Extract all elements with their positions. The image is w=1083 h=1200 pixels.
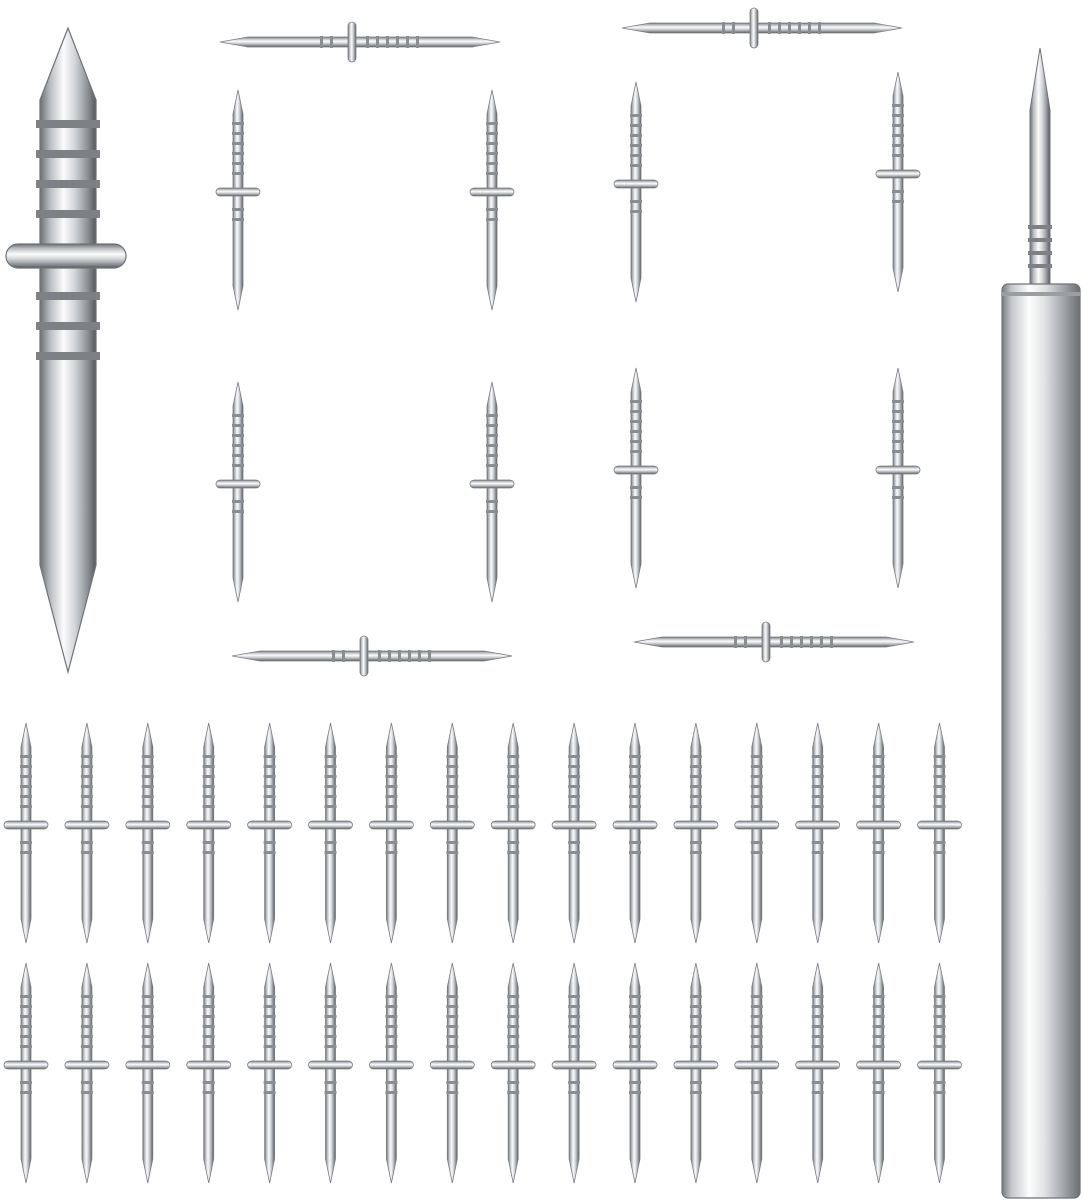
pin-icon [247, 962, 293, 1184]
pin-icon [219, 21, 501, 63]
pin-icon [613, 367, 659, 589]
pin-icon [621, 7, 903, 49]
pin-icon [429, 962, 475, 1184]
pin-icon [186, 962, 232, 1184]
pin-icon [795, 722, 841, 944]
pin-icon [856, 722, 902, 944]
pin-icon [875, 367, 921, 589]
pin-icon [490, 722, 536, 944]
pin-icon [734, 962, 780, 1184]
pin-frame-1 [215, 21, 515, 677]
pin-icon [368, 962, 414, 1184]
pin-grid [3, 722, 962, 1184]
pin-icon [215, 381, 261, 603]
pin-icon [469, 89, 515, 311]
pin-icon [917, 722, 962, 944]
pin-icon [673, 962, 719, 1184]
pin-icon [875, 71, 921, 293]
double-pointed-pin-icon [5, 26, 127, 675]
pin-icon [231, 635, 513, 677]
pin-icon [64, 722, 110, 944]
pin-icon [612, 722, 658, 944]
pin-icon [247, 722, 293, 944]
pin-icon [613, 81, 659, 303]
pin-icon [795, 962, 841, 1184]
pin-icon [490, 962, 536, 1184]
pin-icon [917, 962, 962, 1184]
setting-tool-icon [1001, 47, 1081, 1199]
pin-icon [125, 962, 171, 1184]
pin-icon [308, 722, 353, 944]
pin-icon [469, 381, 515, 603]
pin-icon [673, 722, 719, 944]
pin-frame-2 [613, 7, 921, 663]
pin-icon [551, 962, 597, 1184]
pin-icon [429, 722, 475, 944]
pin-icon [64, 962, 110, 1184]
pin-icon [3, 722, 49, 944]
pin-icon [3, 962, 49, 1184]
pin-icon [215, 89, 261, 311]
pin-icon [856, 962, 902, 1184]
pin-icon [633, 621, 915, 663]
pin-icon [125, 722, 171, 944]
pin-icon [612, 962, 658, 1184]
pin-icon [368, 722, 414, 944]
pin-icon [734, 722, 780, 944]
pin-icon [186, 722, 232, 944]
pin-icon [551, 722, 597, 944]
pin-icon [308, 962, 353, 1184]
